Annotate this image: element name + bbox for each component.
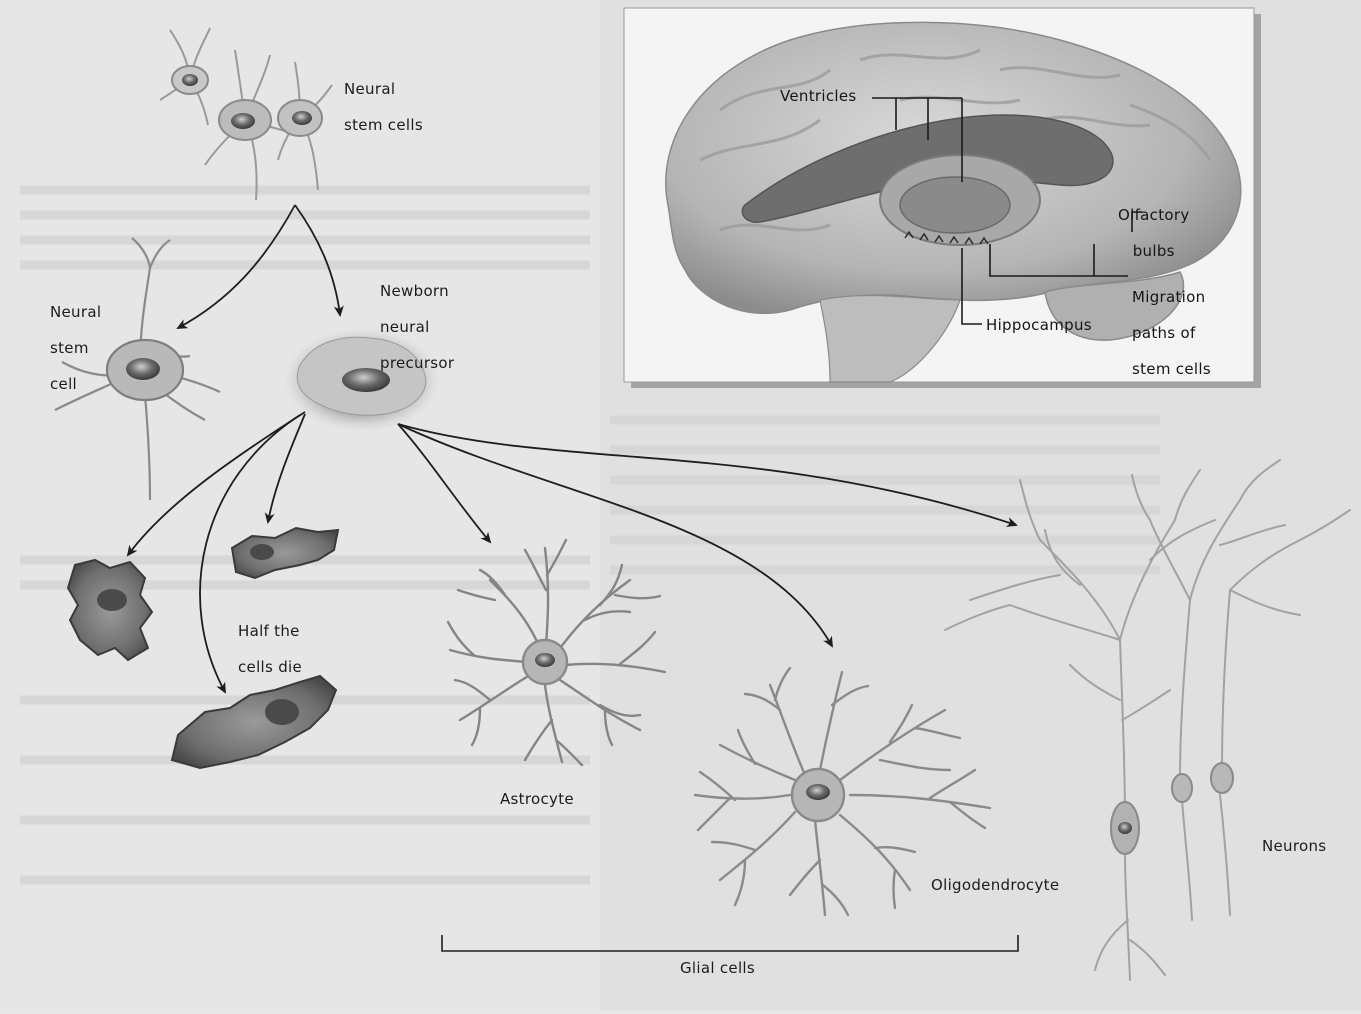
label-neural-stem-cell-line3: cell bbox=[50, 375, 101, 393]
label-neural-stem-cells-line2: stem cells bbox=[344, 116, 423, 134]
label-olfactory-bulbs-line2: bulbs bbox=[1118, 242, 1190, 260]
label-neural-stem-cells-line1: Neural bbox=[344, 80, 423, 98]
label-migration-paths-line3: stem cells bbox=[1132, 360, 1211, 378]
label-newborn-precursor: Newborn neural precursor bbox=[380, 264, 454, 390]
label-neural-stem-cell: Neural stem cell bbox=[50, 285, 101, 411]
label-half-cells-die-line1: Half the bbox=[238, 622, 302, 640]
label-ventricles: Ventricles bbox=[780, 87, 857, 105]
label-oligodendrocyte: Oligodendrocyte bbox=[931, 876, 1059, 894]
label-astrocyte: Astrocyte bbox=[500, 790, 574, 808]
label-half-cells-die-line2: cells die bbox=[238, 658, 302, 676]
label-olfactory-bulbs-line1: Olfactory bbox=[1118, 206, 1190, 224]
label-neural-stem-cell-line1: Neural bbox=[50, 303, 101, 321]
label-neural-stem-cells: Neural stem cells bbox=[344, 62, 423, 152]
label-newborn-precursor-line2: neural bbox=[380, 318, 454, 336]
label-neurons: Neurons bbox=[1262, 837, 1326, 855]
label-newborn-precursor-line3: precursor bbox=[380, 354, 454, 372]
label-migration-paths-line2: paths of bbox=[1132, 324, 1211, 342]
label-hippocampus: Hippocampus bbox=[986, 316, 1092, 334]
label-migration-paths: Migration paths of stem cells bbox=[1132, 270, 1211, 396]
label-newborn-precursor-line1: Newborn bbox=[380, 282, 454, 300]
label-migration-paths-line1: Migration bbox=[1132, 288, 1211, 306]
label-olfactory-bulbs: Olfactory bulbs bbox=[1118, 188, 1190, 278]
label-half-cells-die: Half the cells die bbox=[238, 604, 302, 694]
label-glial-cells: Glial cells bbox=[680, 959, 755, 977]
label-neural-stem-cell-line2: stem bbox=[50, 339, 101, 357]
